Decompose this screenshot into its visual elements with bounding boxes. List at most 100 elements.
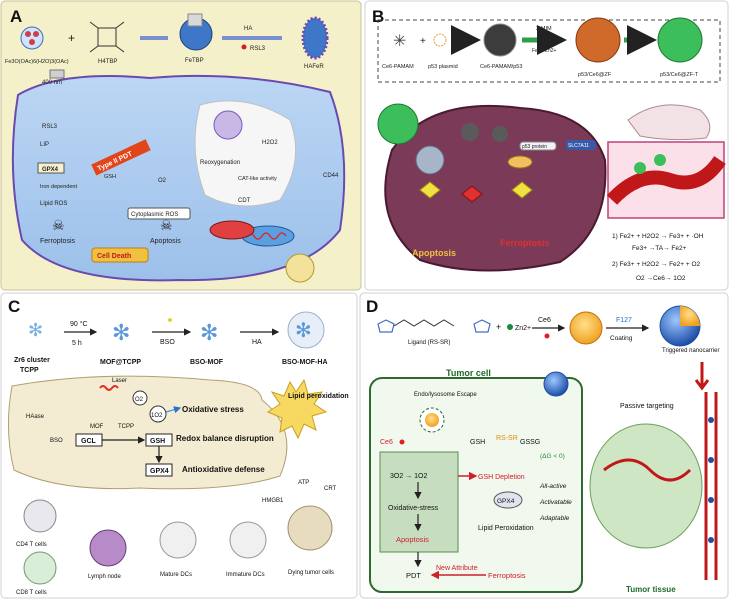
d-tissue-blob — [589, 423, 703, 549]
a-inner-vesicle — [194, 100, 297, 207]
c-dying: Dying tumor cells — [288, 570, 334, 576]
a-mito-red-icon — [209, 220, 255, 240]
d-nanoparticle-icon — [569, 311, 603, 345]
c-cd4: CD4 T cells — [16, 542, 47, 548]
a-tumor-cell — [11, 74, 346, 282]
d-pdt: PDT — [406, 571, 421, 580]
b-synthesis-frame — [377, 19, 721, 83]
a-lipid-ros: Lipid ROS — [40, 201, 67, 207]
a-o2: O2 — [158, 178, 167, 184]
d-pdt-box — [379, 451, 459, 553]
b-ferroptosis: Ferroptosis — [500, 238, 550, 248]
c-zr-cluster-icon: ✻ — [28, 320, 43, 340]
c-crt: CRT — [324, 486, 337, 492]
c-redox: Redox balance disruption — [176, 434, 274, 443]
a-cyto-ros-box — [127, 207, 191, 220]
c-cd8-icon — [23, 551, 57, 585]
b-burst-icon — [419, 181, 441, 199]
d-tumor-cell: Tumor cell — [446, 368, 491, 378]
a-fetbp-icon — [179, 13, 213, 51]
d-zn-dot — [507, 324, 513, 330]
a-ha: HA — [244, 26, 252, 32]
a-reox: Reoxygenation — [200, 160, 240, 166]
d-vessel-np-4 — [708, 537, 714, 543]
panel-b-letter: B — [372, 7, 384, 26]
d-f127: F127 — [616, 317, 632, 324]
b-zift-icon — [657, 17, 703, 63]
a-cd44: CD44 — [323, 173, 339, 179]
d-gpx4-ellipse — [493, 491, 523, 509]
b-p53-protein-box — [519, 141, 557, 151]
b-apoptosis: Apoptosis — [412, 248, 456, 258]
b-burst-icon-3 — [511, 181, 533, 199]
b-nanoparticle-icon — [377, 103, 419, 145]
d-new-attr: New Attribute — [436, 565, 478, 572]
a-nucleus-icon — [285, 253, 315, 283]
a-rsl3-dot — [241, 44, 247, 50]
c-gpx4: GPX4 — [150, 468, 169, 475]
d-down-arrow-icon — [694, 362, 710, 391]
b-zif-icon — [575, 17, 621, 63]
d-zn: Zn2+ — [515, 325, 531, 332]
c-immature: Immature DCs — [226, 572, 265, 578]
c-gpx4-box — [145, 463, 173, 477]
b-ions: Fe2+ Zn2+ — [532, 48, 557, 54]
c-antiox: Antioxidative defense — [182, 465, 265, 474]
panel-c-letter: C — [8, 297, 20, 316]
b-complex-icon — [483, 23, 517, 57]
d-gsh-dep: GSH Depletion — [478, 474, 525, 481]
b-eq1b: Fe3+ →TA→ Fe2+ — [632, 245, 687, 252]
b-eq2: 2) Fe3+ + H2O2 → Fe2+ + O2 — [612, 261, 701, 268]
c-o2: O2 — [135, 397, 144, 403]
b-plasmid-icon — [433, 33, 447, 47]
c-hmgb1: HMGB1 — [262, 498, 284, 504]
d-vessel-icon — [603, 458, 692, 482]
a-endosome — [213, 110, 243, 140]
c-lymph: Lymph node — [88, 574, 121, 580]
c-time: 5 h — [72, 340, 82, 347]
c-bso-mof-ha-icon — [287, 311, 325, 349]
panel-d: D Ligand (RS-SR) + Zn2+ Ce6 F127 Coating… — [359, 292, 729, 599]
a-ferroptosis: Ferroptosis — [40, 238, 76, 245]
b-burst-icon-2 — [461, 185, 483, 203]
c-dying-cell-icon — [287, 505, 333, 551]
a-iron-dep: Iron dependent — [40, 184, 77, 190]
d-imidazole-icon — [377, 319, 395, 333]
c-mature: Mature DCs — [160, 572, 192, 578]
c-zr: Zr6 cluster — [14, 357, 50, 364]
a-cyto-ros: Cytoplasmic ROS — [131, 212, 178, 218]
b-zift: p53/Ce6@ZF-T — [660, 72, 699, 78]
b-endosome-icon — [415, 145, 445, 175]
d-passive: Passive targeting — [620, 403, 674, 410]
d-vessel-np-3 — [708, 497, 714, 503]
c-tcpp2: TCPP — [118, 424, 134, 430]
d-gssg: GSSG — [520, 439, 540, 446]
b-plus: + — [420, 36, 426, 47]
b-p53-protein: p53 protein — [522, 144, 547, 150]
d-endosome-core — [425, 413, 439, 427]
c-singlet-circle — [149, 405, 167, 423]
c-lipid-burst — [266, 378, 328, 440]
d-plus: + — [496, 322, 501, 332]
b-eq1: 1) Fe2+ + H2O2 → Fe3+ + ·OH — [612, 233, 704, 240]
a-catlike: CAT-like activity — [238, 176, 277, 182]
c-gcl: GCL — [81, 438, 97, 445]
c-temp: 90 °C — [70, 320, 88, 328]
b-blood-vessel — [606, 155, 726, 205]
a-lip: LIP — [40, 142, 49, 148]
d-ligand: Ligand (RS-SR) — [408, 340, 450, 346]
c-bso2: BSO — [50, 438, 63, 444]
b-np-in-vessel — [634, 162, 646, 174]
c-arrow-to-ox — [165, 406, 182, 414]
c-mof-tcpp: MOF@TCPP — [100, 359, 141, 366]
d-vessel-np-2 — [708, 457, 714, 463]
a-fe-cluster-icon — [20, 26, 44, 50]
a-fetbp: FeTBP — [185, 58, 204, 64]
a-porphyrin-icon — [89, 21, 125, 53]
b-slc7a11-box — [566, 140, 596, 150]
panel-a-letter: A — [10, 7, 22, 26]
c-bso: BSO — [160, 339, 175, 346]
c-bso-mof-icon: ✻ — [200, 320, 218, 345]
c-mof-icon: ✻ — [112, 320, 130, 345]
